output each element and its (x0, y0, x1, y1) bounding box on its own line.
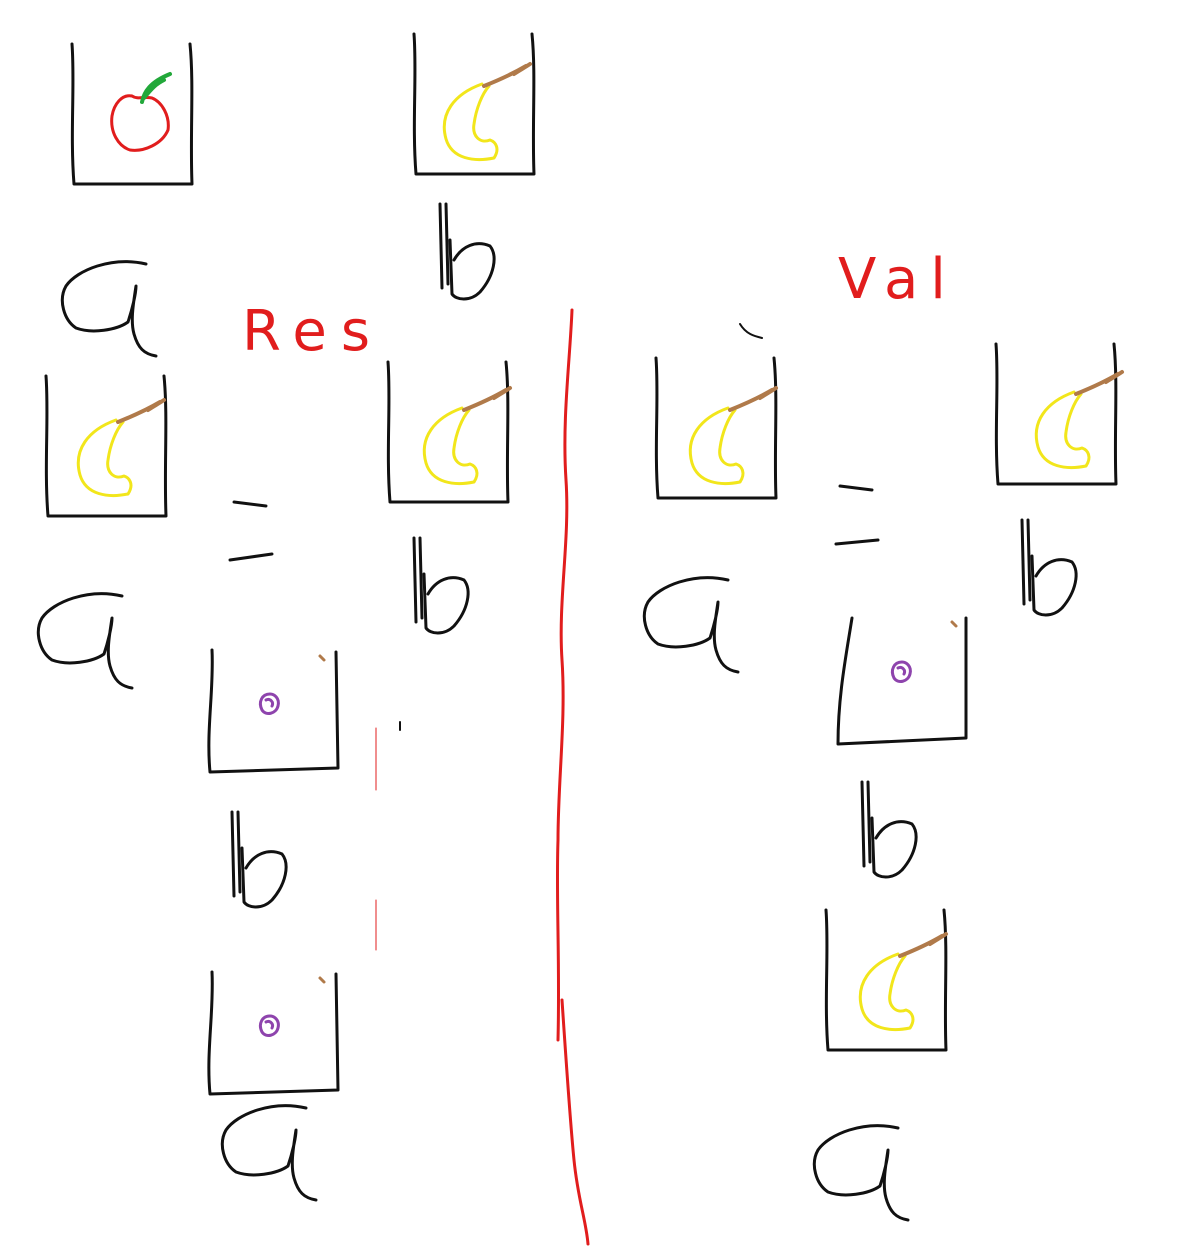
letter-b-icon (412, 536, 470, 635)
letter-b-icon (1020, 518, 1078, 617)
banana-icon (442, 62, 532, 162)
glass-banana (824, 908, 948, 1052)
glass-icon (994, 342, 1118, 486)
right-heading: Val (838, 247, 958, 312)
stray-mark (739, 323, 763, 339)
glass-apple (70, 42, 194, 186)
letter-b-icon (860, 780, 918, 879)
glass-grape (207, 648, 340, 774)
banana-icon (858, 932, 948, 1032)
letter-b-icon (230, 810, 288, 909)
glass-icon (70, 42, 194, 186)
grape-icon (258, 692, 280, 715)
glass-grape (836, 616, 968, 746)
minus-sign (232, 500, 268, 508)
letter-a-icon (60, 260, 158, 358)
left-heading: Res (242, 299, 384, 364)
letter-b-icon (438, 202, 496, 301)
banana-icon (688, 386, 778, 486)
grape-icon (258, 1014, 280, 1037)
glass-icon (412, 32, 536, 176)
letter-a-icon (220, 1104, 318, 1202)
banana-icon (422, 386, 512, 486)
glass-icon (654, 356, 778, 500)
minus-sign (834, 538, 880, 546)
letter-a-icon (642, 576, 740, 674)
letter-a-icon (36, 592, 134, 690)
banana-icon (76, 398, 166, 498)
divider-line (555, 308, 590, 1246)
glass-banana (994, 342, 1124, 486)
glass-banana (386, 360, 512, 504)
glass-banana (654, 356, 778, 500)
minus-sign (228, 552, 274, 562)
glass-grape (207, 970, 340, 1096)
grape-icon (890, 660, 912, 683)
glass-banana (412, 32, 536, 176)
apple-icon (110, 72, 172, 152)
minus-sign (838, 484, 874, 492)
banana-icon (1034, 370, 1124, 470)
glass-banana (44, 374, 168, 518)
letter-a-icon (812, 1124, 910, 1222)
